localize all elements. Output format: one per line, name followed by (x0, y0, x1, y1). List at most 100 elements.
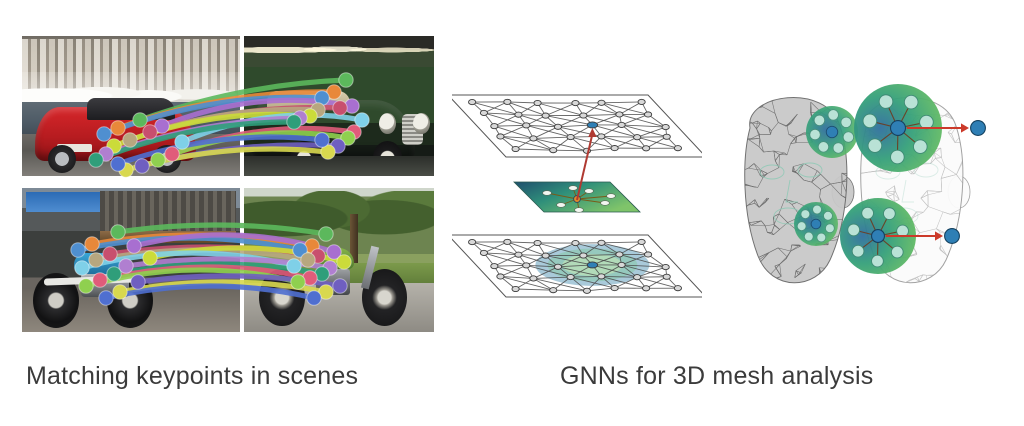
mesh-edge (765, 77, 766, 94)
mesh-edge (740, 172, 741, 186)
mesh-edge (866, 275, 872, 283)
mesh-edge (840, 281, 847, 283)
mesh-edge (839, 279, 847, 282)
mesh-edge (871, 284, 875, 286)
mesh-edge (944, 100, 953, 111)
mesh-node (490, 263, 499, 270)
mesh-edge (738, 273, 739, 288)
mesh-edge (936, 89, 943, 92)
mesh-node (503, 238, 512, 245)
kernel-spoke (576, 198, 606, 204)
mesh-edge (828, 268, 830, 271)
mesh-edge (760, 170, 765, 176)
mesh-edge (944, 268, 956, 283)
gnn-mesh-figure (452, 36, 1012, 336)
mesh-edge (923, 206, 929, 213)
neighbour-node (823, 211, 833, 221)
mesh-edge (756, 128, 761, 139)
mesh-edge (747, 199, 756, 206)
keypoint-marker (134, 158, 150, 174)
mesh-edge (583, 114, 620, 116)
mesh-edge (935, 158, 946, 168)
mesh-edge (773, 224, 780, 230)
mesh-node (617, 261, 626, 268)
mesh-edge (744, 117, 749, 121)
mesh-edge (956, 174, 963, 184)
mesh-edge (798, 263, 806, 275)
ceiling-lights (244, 41, 434, 59)
mesh-edge (964, 87, 970, 101)
mesh-edge (759, 138, 764, 153)
neighbour-node (847, 223, 861, 237)
mesh-edge (928, 206, 944, 213)
mesh-edge (737, 273, 738, 281)
mesh-edge (839, 278, 843, 281)
mesh-edge (821, 271, 828, 274)
mesh-edge (768, 247, 779, 253)
mesh-edge (830, 183, 842, 196)
mesh-edge (828, 268, 830, 270)
keypoint-marker (110, 120, 126, 136)
mesh-edge (755, 258, 757, 263)
mesh-edge (962, 266, 963, 269)
mesh-edge (771, 101, 776, 114)
mesh-edge (738, 210, 741, 211)
eye-socket (759, 164, 785, 180)
mesh-edge (781, 89, 784, 90)
mesh-edge (515, 288, 554, 291)
mesh-edge (942, 211, 951, 215)
mesh-edge (788, 133, 797, 137)
neighbour-node (796, 221, 807, 231)
mesh-edge (494, 265, 534, 279)
cars-image-pair (22, 36, 434, 178)
mesh-edge (914, 276, 918, 279)
mesh-edge (837, 85, 842, 96)
mesh-edge (794, 272, 802, 278)
mesh-edge (875, 286, 876, 291)
center-node (810, 218, 822, 230)
mesh-edge (951, 133, 956, 143)
mesh-edge (748, 163, 755, 169)
keypoint-match-curve (115, 134, 325, 167)
mesh-edge (601, 241, 642, 244)
keypoint-marker (118, 258, 134, 274)
plane-border (452, 94, 702, 158)
mesh-node (662, 273, 671, 280)
mesh-edge (842, 278, 847, 282)
mesh-edge (914, 278, 920, 282)
mesh-edge (871, 281, 876, 283)
mesh-edge (962, 142, 963, 160)
mesh-edge (844, 273, 847, 282)
mesh-edge (570, 275, 602, 278)
neighbour-node (861, 206, 874, 220)
mesh-edge (866, 275, 872, 283)
keypoint-marker (78, 278, 94, 294)
mesh-node (468, 239, 477, 246)
mesh-edge (741, 118, 742, 124)
keypoint-marker (164, 146, 180, 162)
mesh-edge (935, 97, 945, 101)
mesh-edge (940, 178, 943, 192)
mesh-node (549, 147, 558, 154)
mesh-edge (747, 202, 755, 206)
mesh-edge (856, 282, 857, 293)
mesh-edge (619, 101, 642, 115)
mesh-edge (860, 275, 868, 282)
mesh-edge (817, 273, 822, 283)
mesh-edge (939, 231, 942, 246)
mesh-edge (838, 258, 846, 266)
mesh-edge (748, 138, 760, 141)
mesh-edge (836, 259, 839, 266)
mesh-edge (601, 135, 647, 149)
mesh-node (579, 112, 588, 119)
mesh-edge (744, 120, 749, 124)
mesh-edge (740, 172, 743, 183)
mesh-edge (962, 132, 963, 143)
blue-sky-patch (26, 192, 101, 213)
keypoint-marker (286, 258, 302, 274)
mesh-edge (518, 114, 546, 117)
mesh-edge (931, 76, 941, 81)
mesh-edge (500, 124, 527, 137)
nose-region (785, 179, 798, 203)
mesh-edge (792, 171, 798, 174)
